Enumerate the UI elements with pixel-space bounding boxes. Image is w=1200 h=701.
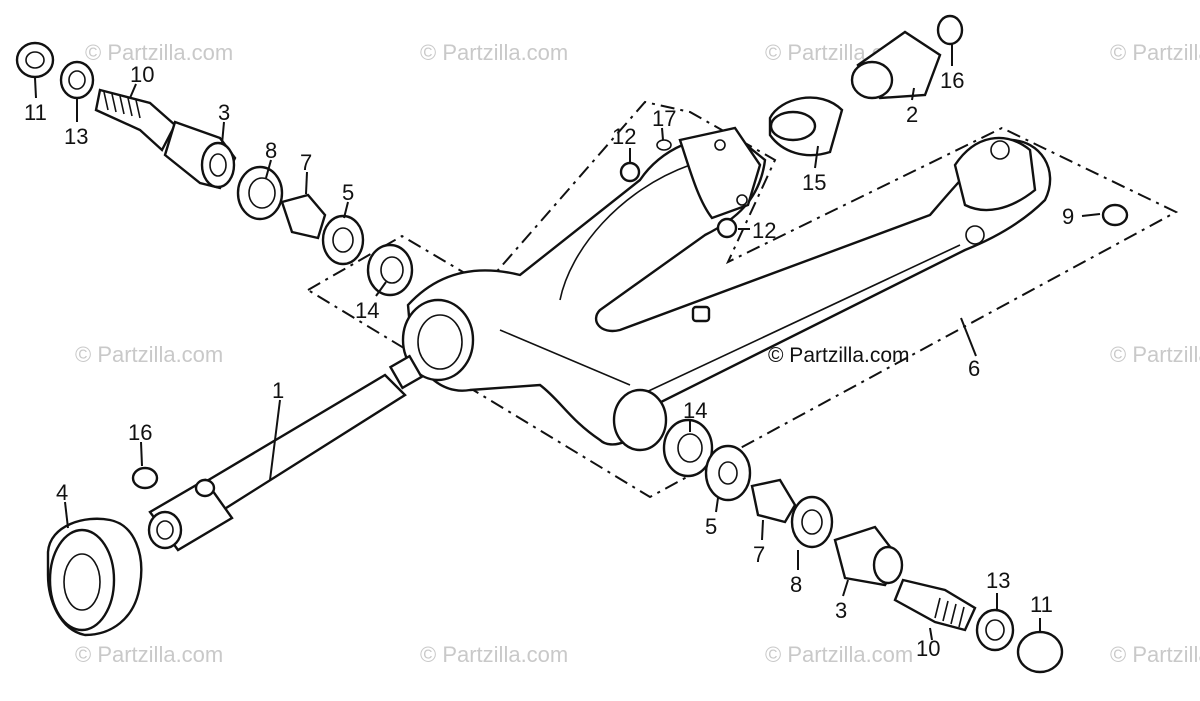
lock-nut-13 xyxy=(59,60,95,100)
dust-seal-5 xyxy=(321,214,365,266)
watermark: © Partzilla.com xyxy=(420,642,568,667)
watermark: © Partzilla.com xyxy=(765,642,913,667)
callout-5-top: 5 xyxy=(342,180,354,205)
nut-12-right xyxy=(716,217,738,239)
lock-nut-13-bottom xyxy=(975,608,1015,652)
watermark: © Partzilla.com xyxy=(1110,642,1200,667)
nut-12-left xyxy=(619,161,641,183)
watermark: © Partzilla.com xyxy=(420,40,568,65)
dust-seal-5-bottom xyxy=(704,444,752,502)
callout-7-bottom: 7 xyxy=(753,542,765,567)
callout-2: 2 xyxy=(906,102,918,127)
callout-11-top: 11 xyxy=(24,100,47,125)
callout-4: 4 xyxy=(56,480,68,505)
bearing-14-top xyxy=(366,243,414,297)
watermark: © Partzilla.com xyxy=(75,342,223,367)
oil-seal-8 xyxy=(236,165,284,221)
callout-16-top: 16 xyxy=(940,68,964,93)
cap-nut-11-bottom xyxy=(1016,630,1064,674)
watermark: © Partzilla.com xyxy=(1110,40,1200,65)
leader-lines xyxy=(34,44,1101,641)
copyright-label: © Partzilla.com xyxy=(768,344,910,367)
pivot-bolt-10 xyxy=(94,88,177,152)
collar-7 xyxy=(280,193,327,240)
callout-13-top: 13 xyxy=(64,124,88,149)
assembly-outline xyxy=(306,100,1179,499)
drive-shaft-1 xyxy=(131,354,424,552)
watermark: © Partzilla.com xyxy=(85,40,233,65)
callout-3-top: 3 xyxy=(218,100,230,125)
bolt-17 xyxy=(656,139,672,151)
boot-parts xyxy=(619,14,1129,239)
swingarm xyxy=(401,126,1052,452)
callout-12-right: 12 xyxy=(752,218,776,243)
callout-16-left: 16 xyxy=(128,420,152,445)
right-pivot-bolt-parts xyxy=(662,418,1064,674)
callout-17: 17 xyxy=(652,106,676,131)
bearing-14-bottom xyxy=(662,418,714,478)
circlip-16-left xyxy=(131,466,159,490)
watermark: © Partzilla.com xyxy=(75,642,223,667)
callout-8-top: 8 xyxy=(265,138,277,163)
callout-8-bottom: 8 xyxy=(790,572,802,597)
callout-1: 1 xyxy=(272,378,284,403)
callout-15: 15 xyxy=(802,170,826,195)
cap-nut-11 xyxy=(15,41,55,79)
callout-13-bottom: 13 xyxy=(986,568,1010,593)
watermark: © Partzilla.com xyxy=(1110,342,1200,367)
callout-10-top: 10 xyxy=(130,62,154,87)
oil-seal-8-bottom xyxy=(790,495,834,549)
callout-6: 6 xyxy=(968,356,980,381)
cover-4 xyxy=(46,517,143,637)
callout-10-bottom: 10 xyxy=(916,636,940,661)
callout-9: 9 xyxy=(1062,204,1074,229)
pivot-bolt-10-bottom xyxy=(893,578,977,632)
callout-14-bottom: 14 xyxy=(683,398,707,423)
circlip-16-top xyxy=(936,14,964,46)
callout-7-top: 7 xyxy=(300,150,312,175)
callout-5-bottom: 5 xyxy=(705,514,717,539)
callout-11-bottom: 11 xyxy=(1030,592,1053,617)
callout-12-left: 12 xyxy=(612,124,636,149)
callout-numbers: 11 13 10 3 8 7 5 14 12 17 12 15 2 16 9 6… xyxy=(24,62,1074,661)
nut-9 xyxy=(1101,203,1129,227)
left-pivot-bolt-parts xyxy=(15,41,414,297)
callout-14-top: 14 xyxy=(355,298,379,323)
collar-7-bottom xyxy=(750,478,797,524)
callout-3-bottom: 3 xyxy=(835,598,847,623)
